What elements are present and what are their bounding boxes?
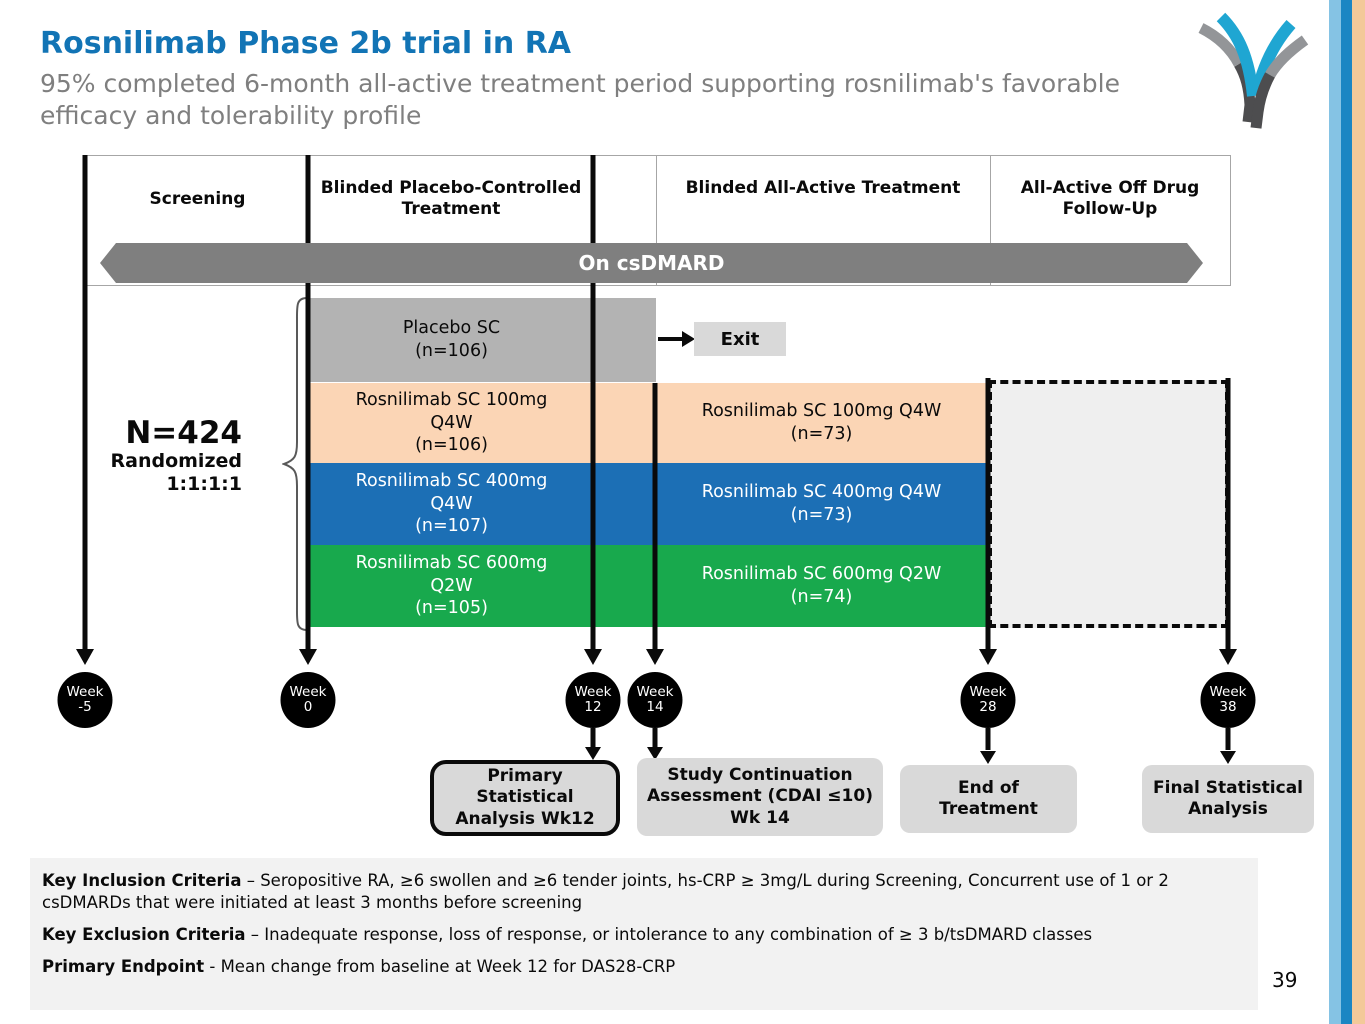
callout-arrow-week14 [652, 728, 658, 748]
page-number: 39 [1272, 968, 1298, 992]
page-subtitle: 95% completed 6-month all-active treatme… [40, 69, 1120, 130]
callout-arrow-week12 [590, 728, 596, 748]
csdmard-banner: On csDMARD [100, 243, 1203, 283]
arrowhead-icon [1220, 751, 1236, 764]
timeline-arrow-week-neg5 [82, 155, 88, 649]
arrowhead-icon [979, 649, 997, 665]
callout-final-analysis: Final Statistical Analysis [1142, 765, 1314, 833]
arrowhead-icon [584, 649, 602, 665]
week-marker-neg5: Week-5 [57, 672, 113, 728]
arrowhead-icon [1219, 649, 1237, 665]
primary-endpoint-label: Primary Endpoint [42, 956, 205, 976]
timeline-arrow-week0 [305, 155, 311, 649]
edge-stripe-light-blue [1329, 0, 1341, 1024]
edge-stripe-peach [1352, 0, 1365, 1024]
edge-stripe-blue [1341, 0, 1352, 1024]
arm-label-100mg-period2: Rosnilimab SC 100mg Q4W(n=73) [701, 401, 942, 444]
callout-end-of-treatment: End of Treatment [900, 765, 1077, 833]
timeline-arrow-week28 [985, 378, 991, 649]
randomization-label: N=424 Randomized 1:1:1:1 [58, 415, 243, 496]
randomization-text: Randomized [110, 450, 243, 473]
phase-divider [990, 155, 991, 286]
timeline-arrow-week38 [1225, 378, 1231, 649]
arrowhead-icon [76, 649, 94, 665]
inclusion-criteria: Key Inclusion Criteria – Seropositive RA… [42, 871, 1169, 912]
arrowhead-icon [646, 649, 664, 665]
off-drug-followup-box [988, 380, 1229, 628]
arrowhead-icon [980, 751, 996, 764]
callout-study-continuation: Study Continuation Assessment (CDAI ≤10)… [637, 758, 883, 836]
phase-header-blinded-placebo: Blinded Placebo-Controlled Treatment [320, 178, 582, 220]
arm-label-placebo: Placebo SC(n=106) [402, 318, 501, 361]
primary-endpoint: Primary Endpoint - Mean change from base… [42, 956, 676, 976]
arm-box-placebo: Placebo SC(n=106) [310, 298, 656, 382]
callout-arrow-week28 [985, 728, 991, 750]
arrowhead-icon [585, 747, 601, 760]
callout-primary-analysis: Primary Statistical Analysis Wk12 [430, 760, 620, 836]
criteria-panel: Key Inclusion Criteria – Seropositive RA… [30, 858, 1258, 1010]
exit-arrow [658, 337, 684, 341]
timeline-arrow-week12 [590, 155, 596, 649]
phase-divider [656, 155, 657, 286]
randomization-n: N=424 [125, 415, 242, 451]
exclusion-criteria-label: Key Exclusion Criteria [42, 924, 246, 944]
page-title: Rosnilimab Phase 2b trial in RA [40, 26, 572, 61]
company-logo [1198, 12, 1309, 129]
exit-arrowhead-icon [682, 331, 695, 347]
exclusion-criteria: Key Exclusion Criteria – Inadequate resp… [42, 924, 1093, 944]
arrowhead-icon [647, 747, 663, 760]
phase-header-off-drug-followup: All-Active Off Drug Follow-Up [1020, 178, 1200, 220]
arm-label-400mg-period2: Rosnilimab SC 400mg Q4W(n=73) [701, 482, 942, 525]
phase-header-screening: Screening [149, 189, 246, 209]
randomization-brace [282, 297, 308, 631]
randomization-ratio: 1:1:1:1 [166, 472, 242, 495]
exit-box: Exit [694, 322, 786, 356]
arm-label-600mg-period2: Rosnilimab SC 600mg Q2W(n=74) [701, 564, 942, 607]
callout-arrow-week38 [1225, 728, 1231, 750]
phase-header-blinded-all-active: Blinded All-Active Treatment [685, 178, 961, 198]
inclusion-criteria-label: Key Inclusion Criteria [42, 871, 242, 890]
timeline-arrow-week14 [652, 383, 658, 649]
arrowhead-icon [299, 649, 317, 665]
